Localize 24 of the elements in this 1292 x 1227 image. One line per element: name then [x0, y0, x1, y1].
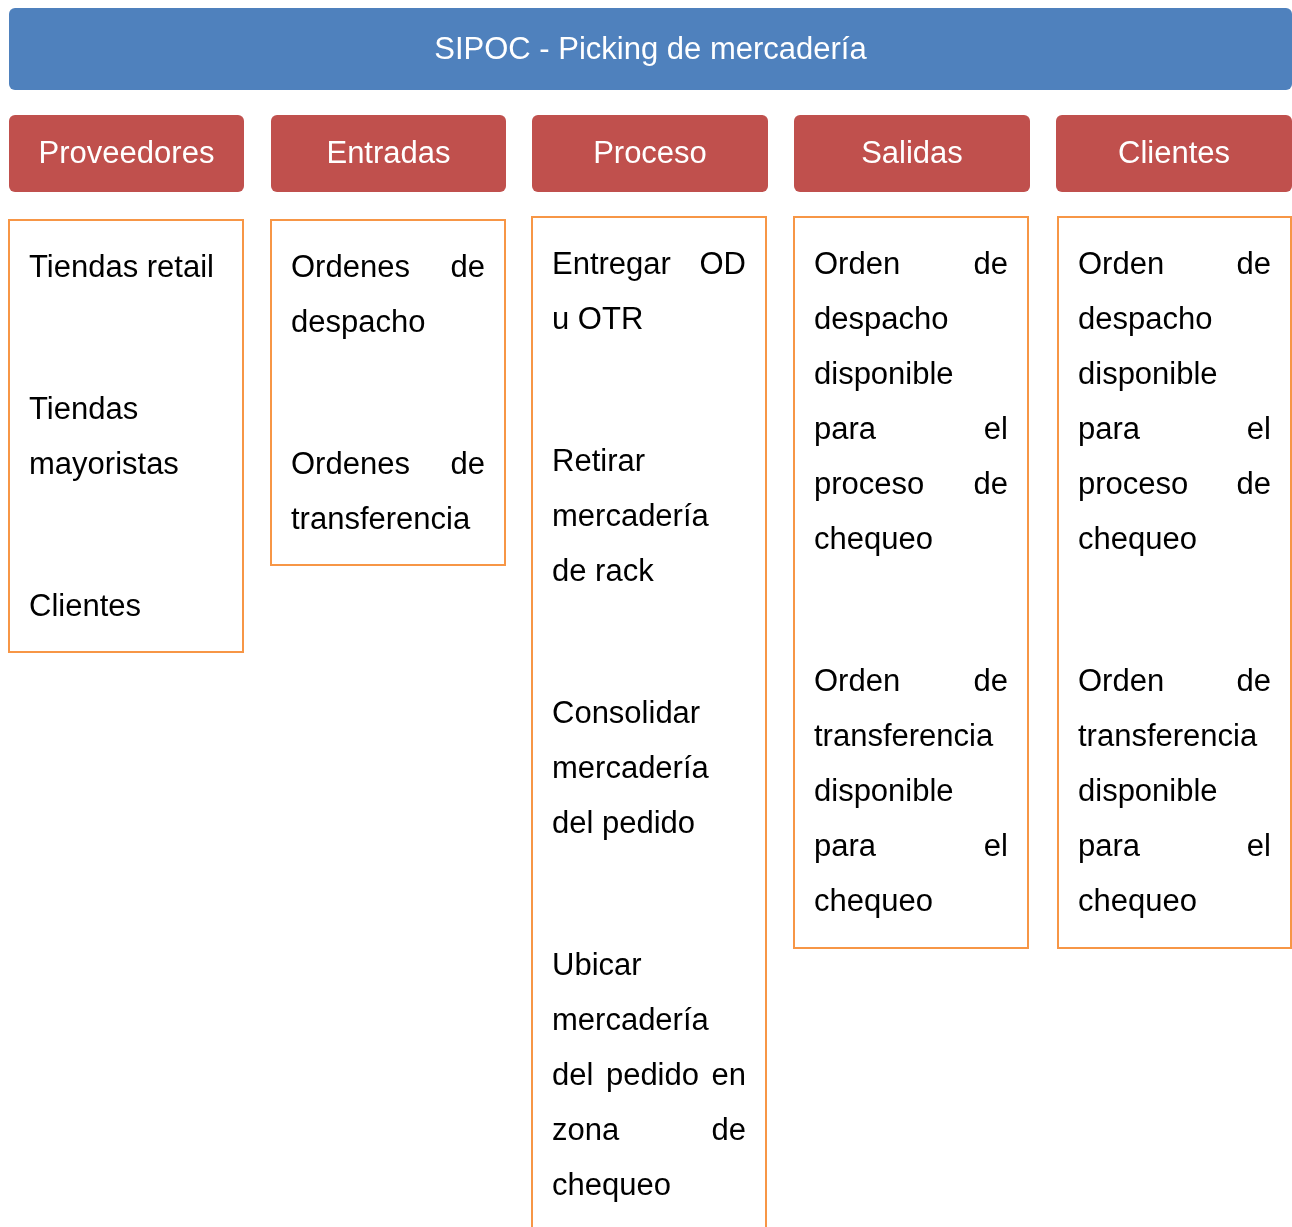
content-box: [1057, 216, 1292, 949]
list-item: Orden de transferencia disponible para el chequeo: [814, 662, 1008, 920]
list-item: Clientes: [29, 587, 142, 625]
list-item: Consolidar mercadería del pedido: [552, 694, 710, 842]
list-item: Entregar OD u OTR: [552, 245, 746, 338]
list-item: Orden de despacho disponible para el proceso de chequeo: [1078, 245, 1271, 558]
column-header: Entradas: [271, 115, 506, 192]
column-header: Clientes: [1056, 115, 1292, 192]
content-box: [270, 219, 506, 566]
list-item: Tiendas mayoristas: [29, 390, 180, 483]
list-item: Ordenes de despacho: [291, 248, 485, 341]
list-item: Tiendas retail: [29, 248, 215, 286]
column-header: Proveedores: [9, 115, 244, 192]
content-box: [793, 216, 1029, 949]
list-item: Ordenes de transferencia: [291, 445, 485, 538]
column-header: Proceso: [532, 115, 768, 192]
list-item: Orden de despacho disponible para el proceso de chequeo: [814, 245, 1008, 558]
list-item: Retirar mercadería de rack: [552, 442, 710, 590]
content-box: [8, 219, 244, 653]
list-item: Ubicar mercadería del pedido en zona de chequeo: [552, 946, 746, 1204]
title-banner: SIPOC - Picking de mercadería: [9, 8, 1292, 90]
column-header: Salidas: [794, 115, 1030, 192]
content-box: [531, 216, 767, 1227]
list-item: Orden de transferencia disponible para el chequeo: [1078, 662, 1271, 920]
